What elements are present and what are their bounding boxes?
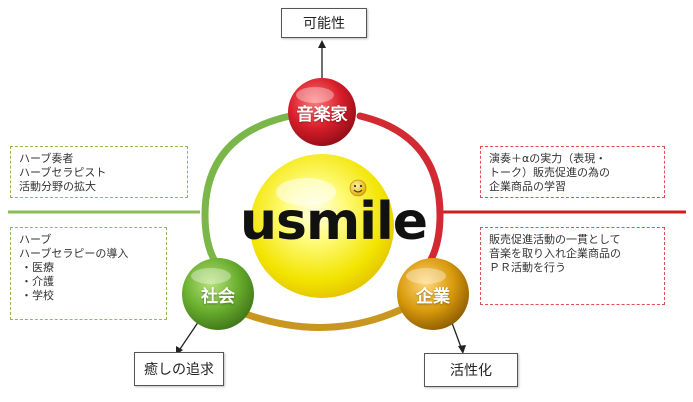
note-bullet: ・医療 <box>21 261 54 274</box>
note-society-therapy: ハーブ ハーブセラピーの導入 ・医療 ・介護 ・学校 <box>10 227 167 320</box>
note-line: 演奏＋αの実力（表現・ <box>489 152 607 165</box>
outcome-box-activation: 活性化 <box>424 353 518 387</box>
note-line: ハーブ奏者 <box>19 152 74 165</box>
node-top <box>288 78 356 146</box>
ring-arc-green <box>201 112 294 279</box>
note-line: 活動分野の拡大 <box>19 180 96 193</box>
node-left <box>182 258 254 330</box>
node-label-society: 社会 <box>201 286 235 307</box>
outcome-box-healing: 癒しの追求 <box>134 352 224 386</box>
usmile-logo: usmile <box>240 192 428 252</box>
note-line: 音楽を取り入れ企業商品の <box>489 247 621 260</box>
node-right <box>397 258 469 330</box>
note-line: ＰＲ活動を行う <box>489 261 566 274</box>
note-company-pr: 販売促進活動の一貫として 音楽を取り入れ企業商品の ＰＲ活動を行う <box>480 227 665 305</box>
ring-arc-red <box>356 112 444 279</box>
note-bullet: ・介護 <box>21 275 54 288</box>
smiley-face-icon <box>349 179 367 197</box>
note-line: ハーブセラピスト <box>19 166 107 179</box>
note-musician-company: 演奏＋αの実力（表現・ トーク）販売促進の為の 企業商品の学習 <box>480 146 665 198</box>
note-line: 販売促進活動の一貫として <box>489 233 621 246</box>
note-line: ハーブ <box>19 233 52 246</box>
note-musician-society: ハーブ奏者 ハーブセラピスト 活動分野の拡大 <box>10 146 188 198</box>
ring-arc-gold <box>231 306 404 331</box>
outcome-box-potential: 可能性 <box>281 8 367 38</box>
note-line: ハーブセラピーの導入 <box>19 247 129 260</box>
note-line: トーク）販売促進の為の <box>489 166 610 179</box>
note-line: 企業商品の学習 <box>489 180 566 193</box>
node-label-company: 企業 <box>416 286 450 307</box>
note-bullet: ・学校 <box>21 289 54 302</box>
node-label-musician: 音楽家 <box>296 104 348 125</box>
